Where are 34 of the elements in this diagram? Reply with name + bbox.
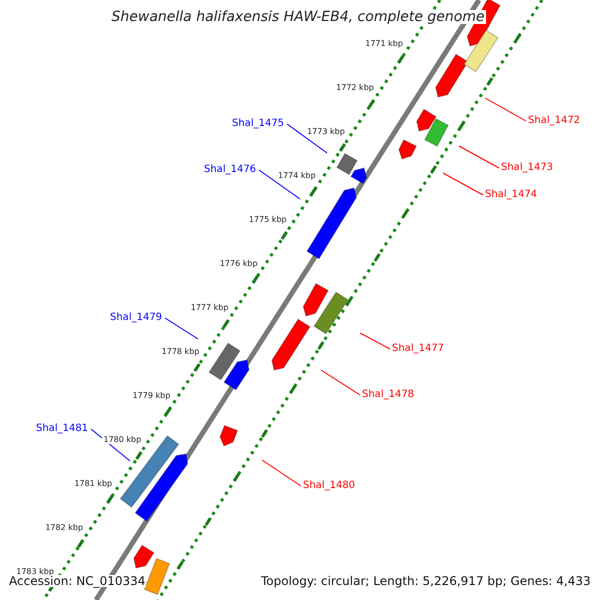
scale-label: 1780 kbp xyxy=(102,436,142,444)
accession-text: Accession: NC_010334 xyxy=(8,574,146,587)
scale-label: 1781 kbp xyxy=(73,480,114,488)
leader-line xyxy=(164,318,198,340)
leader-line xyxy=(320,370,360,396)
scale-label: 1774 kbp xyxy=(277,172,317,180)
gene-label: Shal_1473 xyxy=(500,163,554,173)
scale-label: 1773 kbp xyxy=(306,128,346,136)
scale-label: 1771 kbp xyxy=(364,40,404,48)
leader-line xyxy=(458,146,500,168)
scale-label: 1782 kbp xyxy=(44,524,84,532)
title: Shewanella halifaxensis HAW-EB4, complete genome xyxy=(110,10,486,24)
leader-line xyxy=(442,172,484,196)
gene-label: Shal_1477 xyxy=(391,344,446,354)
scale-label: 1772 kbp xyxy=(335,84,375,92)
leader-line xyxy=(262,460,302,486)
gene-label: Shal_1480 xyxy=(302,481,356,491)
gene-label: Shal_1475 xyxy=(231,119,286,129)
scale-label: 1776 kbp xyxy=(218,260,259,268)
leader-line xyxy=(286,124,328,154)
genome-info-text: Topology: circular; Length: 5,226,917 bp; Genes: 4,433 xyxy=(260,574,592,587)
gene-label: Shal_1479 xyxy=(109,313,164,323)
leader-line xyxy=(484,98,526,122)
scale-label: 1775 kbp xyxy=(248,216,288,224)
gene-label: Shal_1481 xyxy=(35,424,90,434)
scale-label: 1778 kbp xyxy=(160,348,200,356)
gene-label: Shal_1472 xyxy=(527,116,582,126)
gene-label: Shal_1478 xyxy=(361,390,416,400)
leader-line xyxy=(258,170,300,200)
scale-label: 1779 kbp xyxy=(132,392,172,400)
gene-label: Shal_1476 xyxy=(203,165,258,175)
gene-label: Shal_1474 xyxy=(484,190,538,200)
leader-line xyxy=(360,332,390,350)
scale-label: 1777 kbp xyxy=(190,304,230,312)
